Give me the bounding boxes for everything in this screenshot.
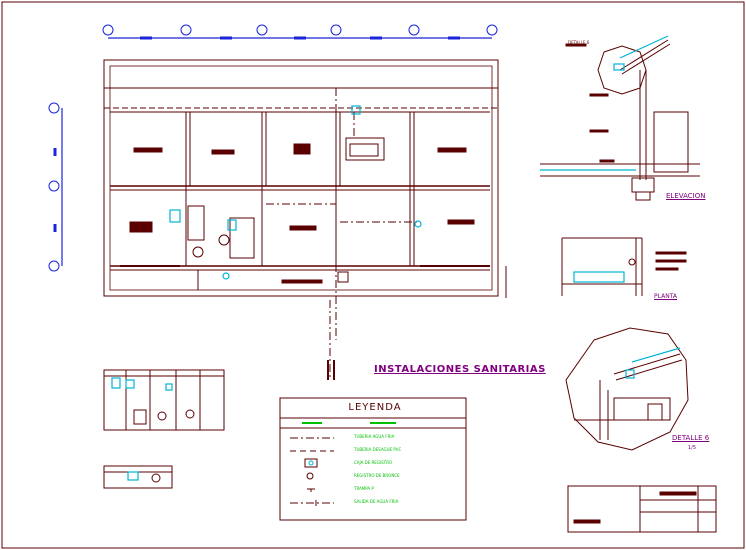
legend-title: LEYENDA xyxy=(348,402,402,413)
detail-6-accents xyxy=(625,347,681,379)
legend-row: TUBERIA AGUA FRIA xyxy=(284,432,464,445)
plan-label: PLANTA xyxy=(654,293,677,300)
legend-row: TRAMPA P xyxy=(284,484,464,497)
legend-row-text: TUBERIA AGUA FRIA xyxy=(354,434,395,439)
legend-row-text: TRAMPA P xyxy=(354,486,374,491)
bathroom-detail-fixtures xyxy=(111,377,173,391)
legend-row-text: SALIDA DE AGUA FRIA xyxy=(354,499,399,504)
left-grid-axis xyxy=(48,102,63,272)
top-grid-axis xyxy=(102,24,498,40)
circle-icon xyxy=(306,472,314,480)
box-icon xyxy=(304,458,318,468)
floor-plan xyxy=(103,59,507,380)
legend-row: SALIDA DE AGUA FRIA xyxy=(284,497,464,510)
legend-symbol-dashdot xyxy=(290,500,334,506)
legend-row: REGISTRO DE BRONCE xyxy=(284,471,464,484)
legend-row-text: TUBERIA DESAGUE PVC xyxy=(354,447,402,452)
sink-detail-fixture xyxy=(127,471,139,481)
plan-detail-fixture xyxy=(573,271,625,283)
bathroom-detail-plan xyxy=(103,369,225,431)
legend-row: CAJA DE REGISTRO xyxy=(284,458,464,471)
detail-scale: 1/5 xyxy=(688,445,697,451)
detail-6 xyxy=(565,327,689,451)
legend-symbol-dashed xyxy=(290,450,334,452)
drawing-title: INSTALACIONES SANITARIAS xyxy=(374,364,546,375)
legend-box xyxy=(279,397,467,521)
legend-row-text: REGISTRO DE BRONCE xyxy=(354,473,400,478)
legend-symbol-dashdot xyxy=(290,437,334,439)
tee-icon xyxy=(307,488,315,492)
legend-row: TUBERIA DESAGUE PVC xyxy=(284,445,464,458)
title-block xyxy=(567,485,717,533)
legend-rows: TUBERIA AGUA FRIA TUBERIA DESAGUE PVC CA… xyxy=(284,432,464,510)
legend-row-text: CAJA DE REGISTRO xyxy=(354,460,393,465)
elevation-detail xyxy=(540,39,700,201)
plan-fixtures-cyan xyxy=(169,105,422,280)
detail-callout: DETALLE 6 xyxy=(568,40,590,45)
detail-label: DETALLE 6 xyxy=(672,434,710,442)
elevation-label: ELEVACION xyxy=(666,192,706,200)
plan-detail xyxy=(561,237,687,296)
elevation-accents xyxy=(540,35,669,171)
